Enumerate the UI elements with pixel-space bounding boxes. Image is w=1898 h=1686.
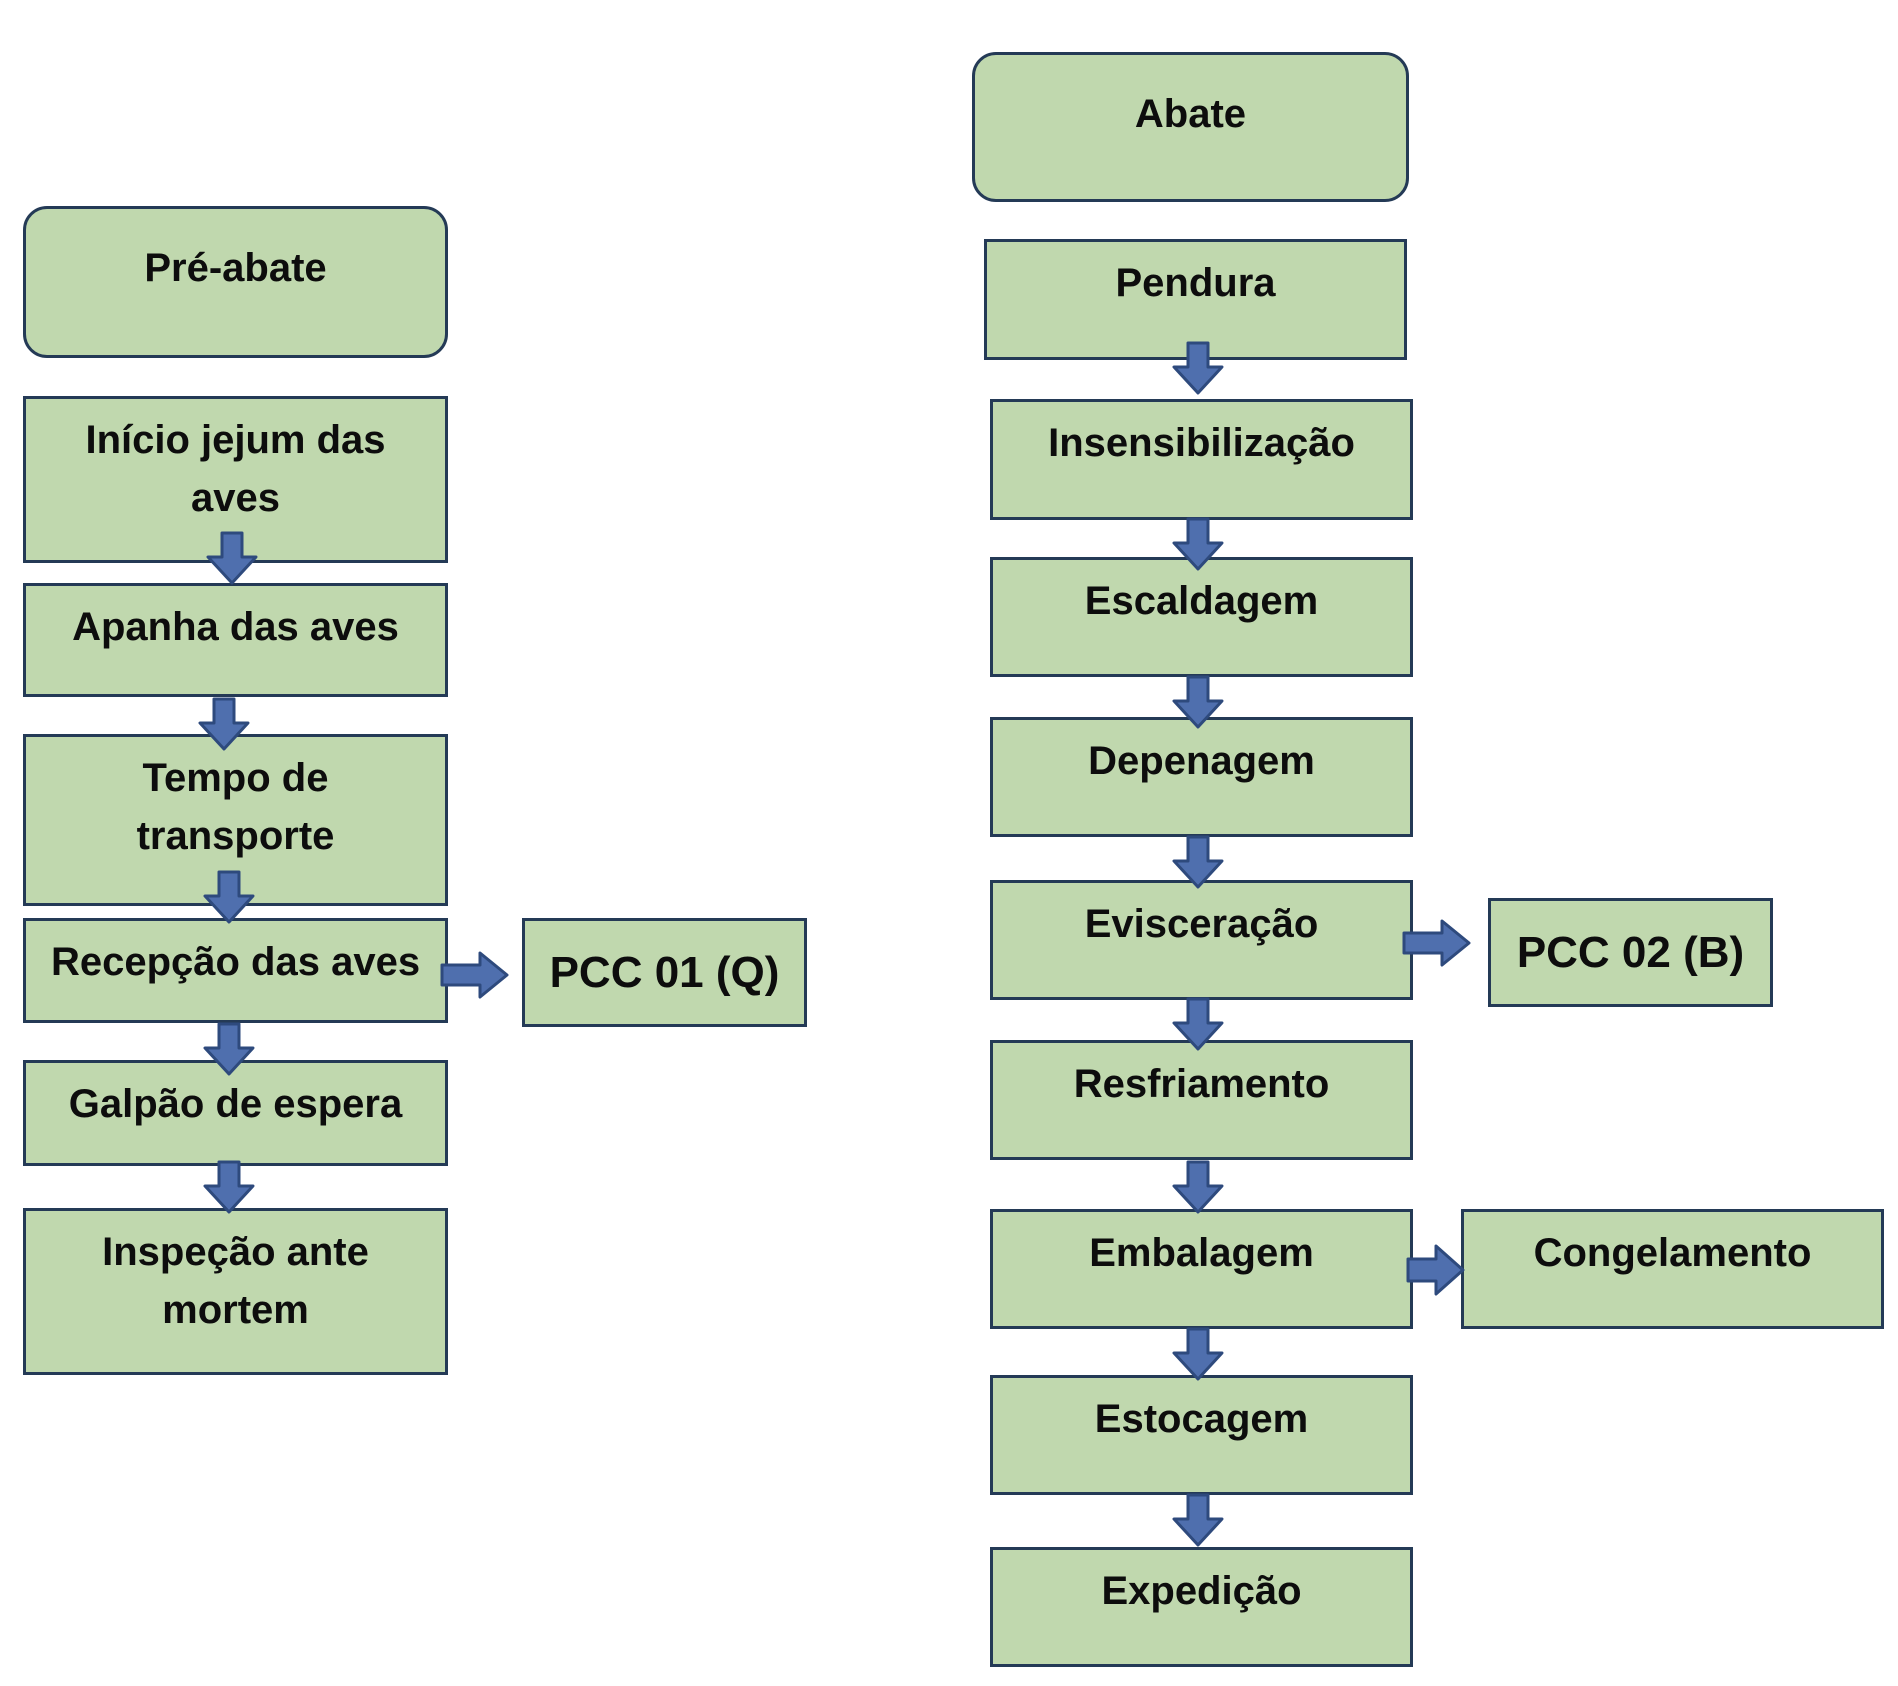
arrow-down-apanha-transporte [198,697,250,751]
step-expedicao: Expedição [990,1547,1413,1667]
step-escaldagem-label: Escaldagem [1084,579,1319,623]
step-estocagem-label: Estocagem [1094,1397,1309,1441]
step-insensibilizacao-label: Insensibilização [1048,421,1355,465]
step-resfriamento: Resfriamento [990,1040,1413,1160]
step-embalagem-label: Embalagem [1089,1231,1314,1275]
arrow-down-resfriamento-embalagem [1172,1160,1224,1214]
step-depenagem-label: Depenagem [1088,739,1315,783]
arrow-down-evisceracao-resfriamento [1172,997,1224,1051]
arrow-down-insensibilizacao-escaldagem [1172,517,1224,571]
step-expedicao-label: Expedição [1101,1569,1302,1613]
arrow-down-embalagem-estocagem [1172,1327,1224,1381]
step-resfriamento-label: Resfriamento [1073,1062,1330,1106]
arrow-down-escaldagem-depenagem [1172,675,1224,729]
step-depenagem: Depenagem [990,717,1413,837]
arrow-down-pendura-insensibilizacao [1172,341,1224,395]
abate-header: Abate [972,52,1409,202]
step-congelamento: Congelamento [1461,1209,1884,1329]
step-pendura-label: Pendura [1115,261,1276,305]
step-embalagem: Embalagem [990,1209,1413,1329]
pcc-02-label: PCC 02 (B) [1516,927,1745,977]
abate-header-label: Abate [1134,92,1247,136]
pre-abate-header-label: Pré-abate [144,246,327,290]
step-apanha: Apanha das aves [23,583,448,697]
step-apanha-label: Apanha das aves [72,605,399,649]
step-tempo-transporte-label: Tempo de transporte [136,756,335,858]
step-evisceracao-label: Evisceração [1084,902,1319,946]
arrow-down-jejum-apanha [206,531,258,585]
arrow-down-transporte-recepcao [203,870,255,924]
arrow-right-recepcao-pcc01 [440,951,509,999]
arrow-down-recepcao-galpao [203,1022,255,1076]
pre-abate-header: Pré-abate [23,206,448,358]
arrow-down-galpao-inspecao [203,1160,255,1214]
step-evisceracao: Evisceração [990,880,1413,1000]
step-inspecao: Inspeção ante mortem [23,1208,448,1375]
step-galpao-label: Galpão de espera [68,1082,403,1126]
step-inspecao-label: Inspeção ante mortem [102,1230,369,1332]
arrow-right-evisceracao-pcc02 [1402,919,1471,967]
arrow-down-depenagem-evisceracao [1172,835,1224,889]
step-pendura: Pendura [984,239,1407,360]
pcc-01-box: PCC 01 (Q) [522,918,807,1027]
step-inicio-jejum-label: Início jejum das aves [85,418,386,520]
pcc-01-label: PCC 01 (Q) [549,947,780,997]
arrow-down-estocagem-expedicao [1172,1493,1224,1547]
step-escaldagem: Escaldagem [990,557,1413,677]
step-estocagem: Estocagem [990,1375,1413,1495]
step-insensibilizacao: Insensibilização [990,399,1413,520]
step-recepcao-label: Recepção das aves [50,940,421,984]
pcc-02-box: PCC 02 (B) [1488,898,1773,1007]
step-recepcao: Recepção das aves [23,918,448,1023]
arrow-right-embalagem-congelamento [1406,1244,1465,1296]
step-congelamento-label: Congelamento [1533,1231,1812,1275]
